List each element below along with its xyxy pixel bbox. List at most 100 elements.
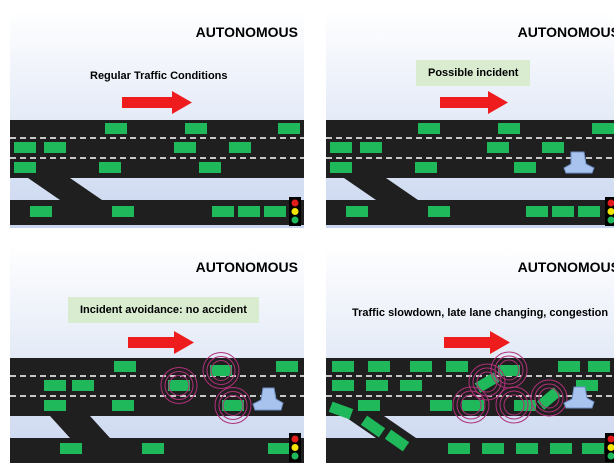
panel-regular-traffic: AUTONOMOUS Regular Traffic Conditions: [10, 10, 304, 228]
red-arrow-icon: [440, 91, 508, 114]
car: [332, 380, 354, 391]
car: [210, 365, 232, 376]
car: [415, 162, 437, 173]
sensor-wave-icon: [160, 352, 252, 424]
panel-title: AUTONOMOUS: [195, 24, 298, 40]
traffic-light-icon: [289, 433, 301, 462]
car: [222, 400, 244, 411]
car: [410, 361, 432, 372]
traffic-light-icon: [605, 433, 614, 462]
car: [346, 206, 368, 217]
car: [430, 400, 452, 411]
sensor-wave-icon: [452, 351, 568, 424]
car: [30, 206, 52, 217]
panel-caption: Incident avoidance: no accident: [68, 297, 259, 323]
panel-title: AUTONOMOUS: [517, 24, 614, 40]
incident-obstacle-icon: [563, 386, 595, 409]
merge-ramp: [28, 178, 102, 200]
car: [514, 162, 536, 173]
car: [462, 400, 484, 411]
panel-traffic-slowdown: AUTONOMOUS Traffic slowdown, late lane c…: [326, 245, 614, 463]
car: [99, 162, 121, 173]
car: [199, 162, 221, 173]
car: [330, 162, 352, 173]
car: [482, 443, 504, 454]
car: [330, 142, 352, 153]
car: [498, 365, 520, 376]
car: [498, 123, 520, 134]
car: [358, 400, 380, 411]
merge-ramp: [344, 178, 418, 200]
car: [229, 142, 251, 153]
car: [400, 380, 422, 391]
car: [537, 387, 561, 410]
car: [592, 123, 614, 134]
car: [474, 372, 500, 393]
car: [264, 206, 286, 217]
car: [576, 380, 598, 391]
panel-caption: Traffic slowdown, late lane changing, co…: [352, 307, 609, 319]
car: [366, 380, 388, 391]
car: [276, 361, 298, 372]
cars: [328, 361, 610, 454]
car: [514, 400, 536, 411]
cars: [44, 361, 298, 454]
car: [558, 361, 580, 372]
car: [552, 206, 574, 217]
red-arrow-icon: [122, 91, 192, 114]
merge-ramp: [50, 416, 110, 438]
car: [185, 123, 207, 134]
car: [578, 206, 600, 217]
panel-3-scene: [10, 245, 304, 463]
car: [446, 361, 468, 372]
car: [105, 123, 127, 134]
car: [14, 142, 36, 153]
car: [550, 443, 572, 454]
car: [582, 443, 604, 454]
car: [238, 206, 260, 217]
car: [212, 206, 234, 217]
panel-1-scene: [10, 10, 304, 228]
panel-incident-avoidance: AUTONOMOUS Incident avoidance: no accide…: [10, 245, 304, 463]
panel-title: AUTONOMOUS: [195, 259, 298, 275]
panel-4-scene: [326, 245, 614, 463]
car: [72, 380, 94, 391]
panel-caption: Regular Traffic Conditions: [90, 70, 228, 82]
traffic-light-icon: [605, 197, 614, 226]
car: [174, 142, 196, 153]
car: [112, 400, 134, 411]
car: [332, 361, 354, 372]
car: [44, 142, 66, 153]
panel-possible-incident: AUTONOMOUS Possible incident: [326, 10, 614, 228]
car: [112, 206, 134, 217]
red-arrow-icon: [128, 331, 194, 354]
panel-caption: Possible incident: [416, 60, 531, 86]
incident-obstacle-icon: [252, 387, 284, 411]
car: [60, 443, 82, 454]
car: [428, 206, 450, 217]
car: [384, 429, 410, 452]
car: [526, 206, 548, 217]
cars: [330, 123, 614, 217]
car: [542, 142, 564, 153]
sky-background: [10, 245, 304, 463]
panel-2-scene: [326, 10, 614, 228]
car: [114, 361, 136, 372]
car: [44, 380, 66, 391]
car: [14, 162, 36, 173]
car: [278, 123, 300, 134]
car: [448, 443, 470, 454]
car: [142, 443, 164, 454]
car: [418, 123, 440, 134]
incident-obstacle-icon: [563, 151, 595, 174]
car: [360, 142, 382, 153]
car: [168, 380, 190, 391]
panel-title: AUTONOMOUS: [517, 259, 614, 275]
red-arrow-icon: [444, 331, 510, 354]
car: [516, 443, 538, 454]
car: [588, 361, 610, 372]
cars: [14, 123, 300, 217]
car: [368, 361, 390, 372]
car: [360, 415, 386, 438]
car: [487, 142, 509, 153]
